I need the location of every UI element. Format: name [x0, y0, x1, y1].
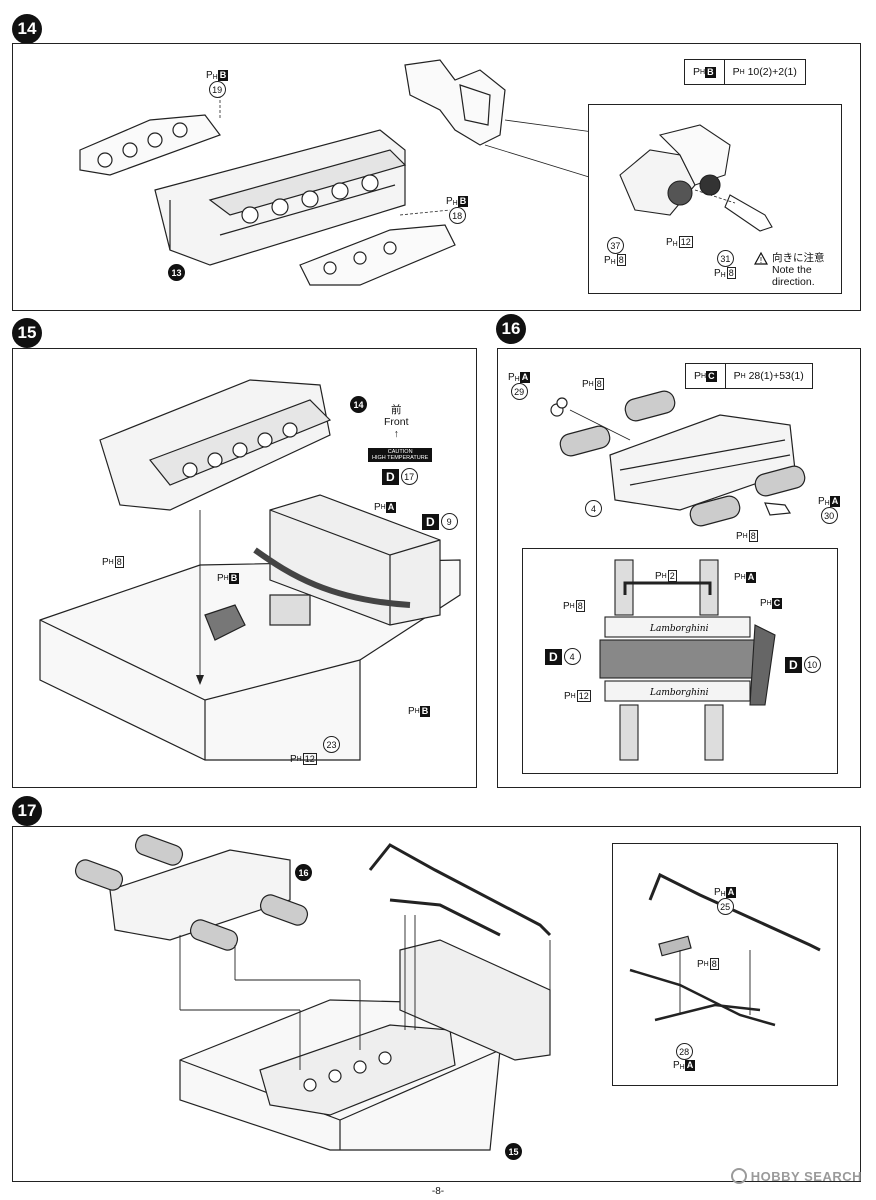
watermark: HOBBY SEARCH	[730, 1168, 862, 1184]
page-number: -8-	[431, 1186, 445, 1197]
step-15-callout-14: 14	[350, 396, 367, 413]
decal-d17: D 17	[382, 468, 418, 485]
step-17-badge: 17	[12, 796, 42, 826]
decal-d4: D 4	[545, 648, 581, 665]
step-16-detail-illustration: Lamborghini Lamborghini	[599, 559, 776, 761]
brand-script-top: Lamborghini	[649, 624, 709, 634]
step-16-callout-4: 4	[585, 500, 602, 517]
brand-script-bottom: Lamborghini	[649, 688, 709, 698]
step-16-badge: 16	[496, 314, 526, 344]
step-17-callout-15: 15	[505, 1143, 522, 1160]
step-16-intake-illustration	[550, 390, 806, 527]
step-17-detail-panel	[612, 843, 838, 1086]
step-17-detail-illustration	[629, 872, 821, 1027]
warning-icon: !	[753, 251, 769, 265]
step-14-callout-13: 13	[168, 264, 185, 281]
step-14-engine-illustration	[79, 59, 616, 286]
front-arrow-icon: ↑	[393, 428, 399, 440]
front-label: 前 Front ↑	[384, 404, 409, 440]
step-15-callout-23: 23	[323, 736, 340, 753]
step-14-badge: 14	[12, 14, 42, 44]
watermark-logo-icon	[730, 1168, 747, 1184]
step-17-callout-16: 16	[295, 864, 312, 881]
direction-note: ! 向きに注意 Note the direction.	[753, 251, 825, 288]
step-14-detail-illustration	[619, 124, 773, 232]
svg-text:!: !	[760, 256, 762, 265]
step-17-illustration	[74, 834, 552, 1151]
step-15-illustration	[39, 379, 461, 761]
step-15-badge: 15	[12, 318, 42, 348]
decal-d10: D 10	[785, 656, 821, 673]
caution-decal: CAUTION HIGH TEMPERATURE	[368, 448, 433, 462]
decal-d9: D 9	[422, 513, 458, 530]
